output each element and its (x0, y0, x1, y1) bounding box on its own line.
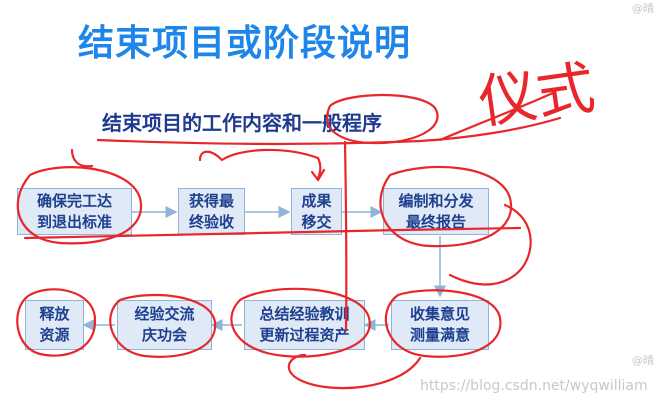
step-label-report: 编制和分发 最终报告 (398, 191, 474, 231)
page-title: 结束项目或阶段说明 (78, 23, 412, 64)
step-box-accept: 获得最 终验收 (178, 188, 245, 235)
step-box-collect: 收集意见 测量满意 (391, 300, 489, 350)
step-box-celebrate: 经验交流 庆功会 (117, 300, 212, 350)
step-label-celebrate: 经验交流 庆功会 (134, 305, 195, 344)
step-box-report: 编制和分发 最终报告 (383, 188, 489, 235)
step-label-transfer: 成果 移交 (301, 191, 332, 231)
ink-annotation-text: 仪式 (474, 53, 599, 137)
step-box-release: 释放 资源 (25, 300, 84, 350)
ink-mark-confirm (70, 148, 94, 168)
step-label-confirm: 确保完工达 到退出标准 (36, 191, 112, 231)
step-box-summarize: 总结经验教训 更新过程资产 (244, 300, 365, 350)
ink-arc-head (310, 168, 326, 182)
ink-bottom-loop (287, 353, 422, 390)
step-box-confirm: 确保完工达 到退出标准 (17, 188, 132, 235)
step-box-transfer: 成果 移交 (291, 188, 342, 235)
ink-arc-accept-transfer (198, 148, 322, 180)
step-label-summarize: 总结经验教训 更新过程资产 (259, 305, 350, 344)
subtitle: 结束项目的工作内容和一般程序 (102, 111, 382, 135)
corner-mark-right: @晴 (632, 354, 654, 367)
step-label-release: 释放 资源 (39, 305, 70, 344)
step-label-collect: 收集意见 测量满意 (409, 305, 470, 344)
watermark-url: https://blog.csdn.net/wyqwilliam (420, 378, 648, 394)
corner-mark-top: @晴 (632, 2, 654, 15)
step-label-accept: 获得最 终验收 (188, 191, 234, 231)
